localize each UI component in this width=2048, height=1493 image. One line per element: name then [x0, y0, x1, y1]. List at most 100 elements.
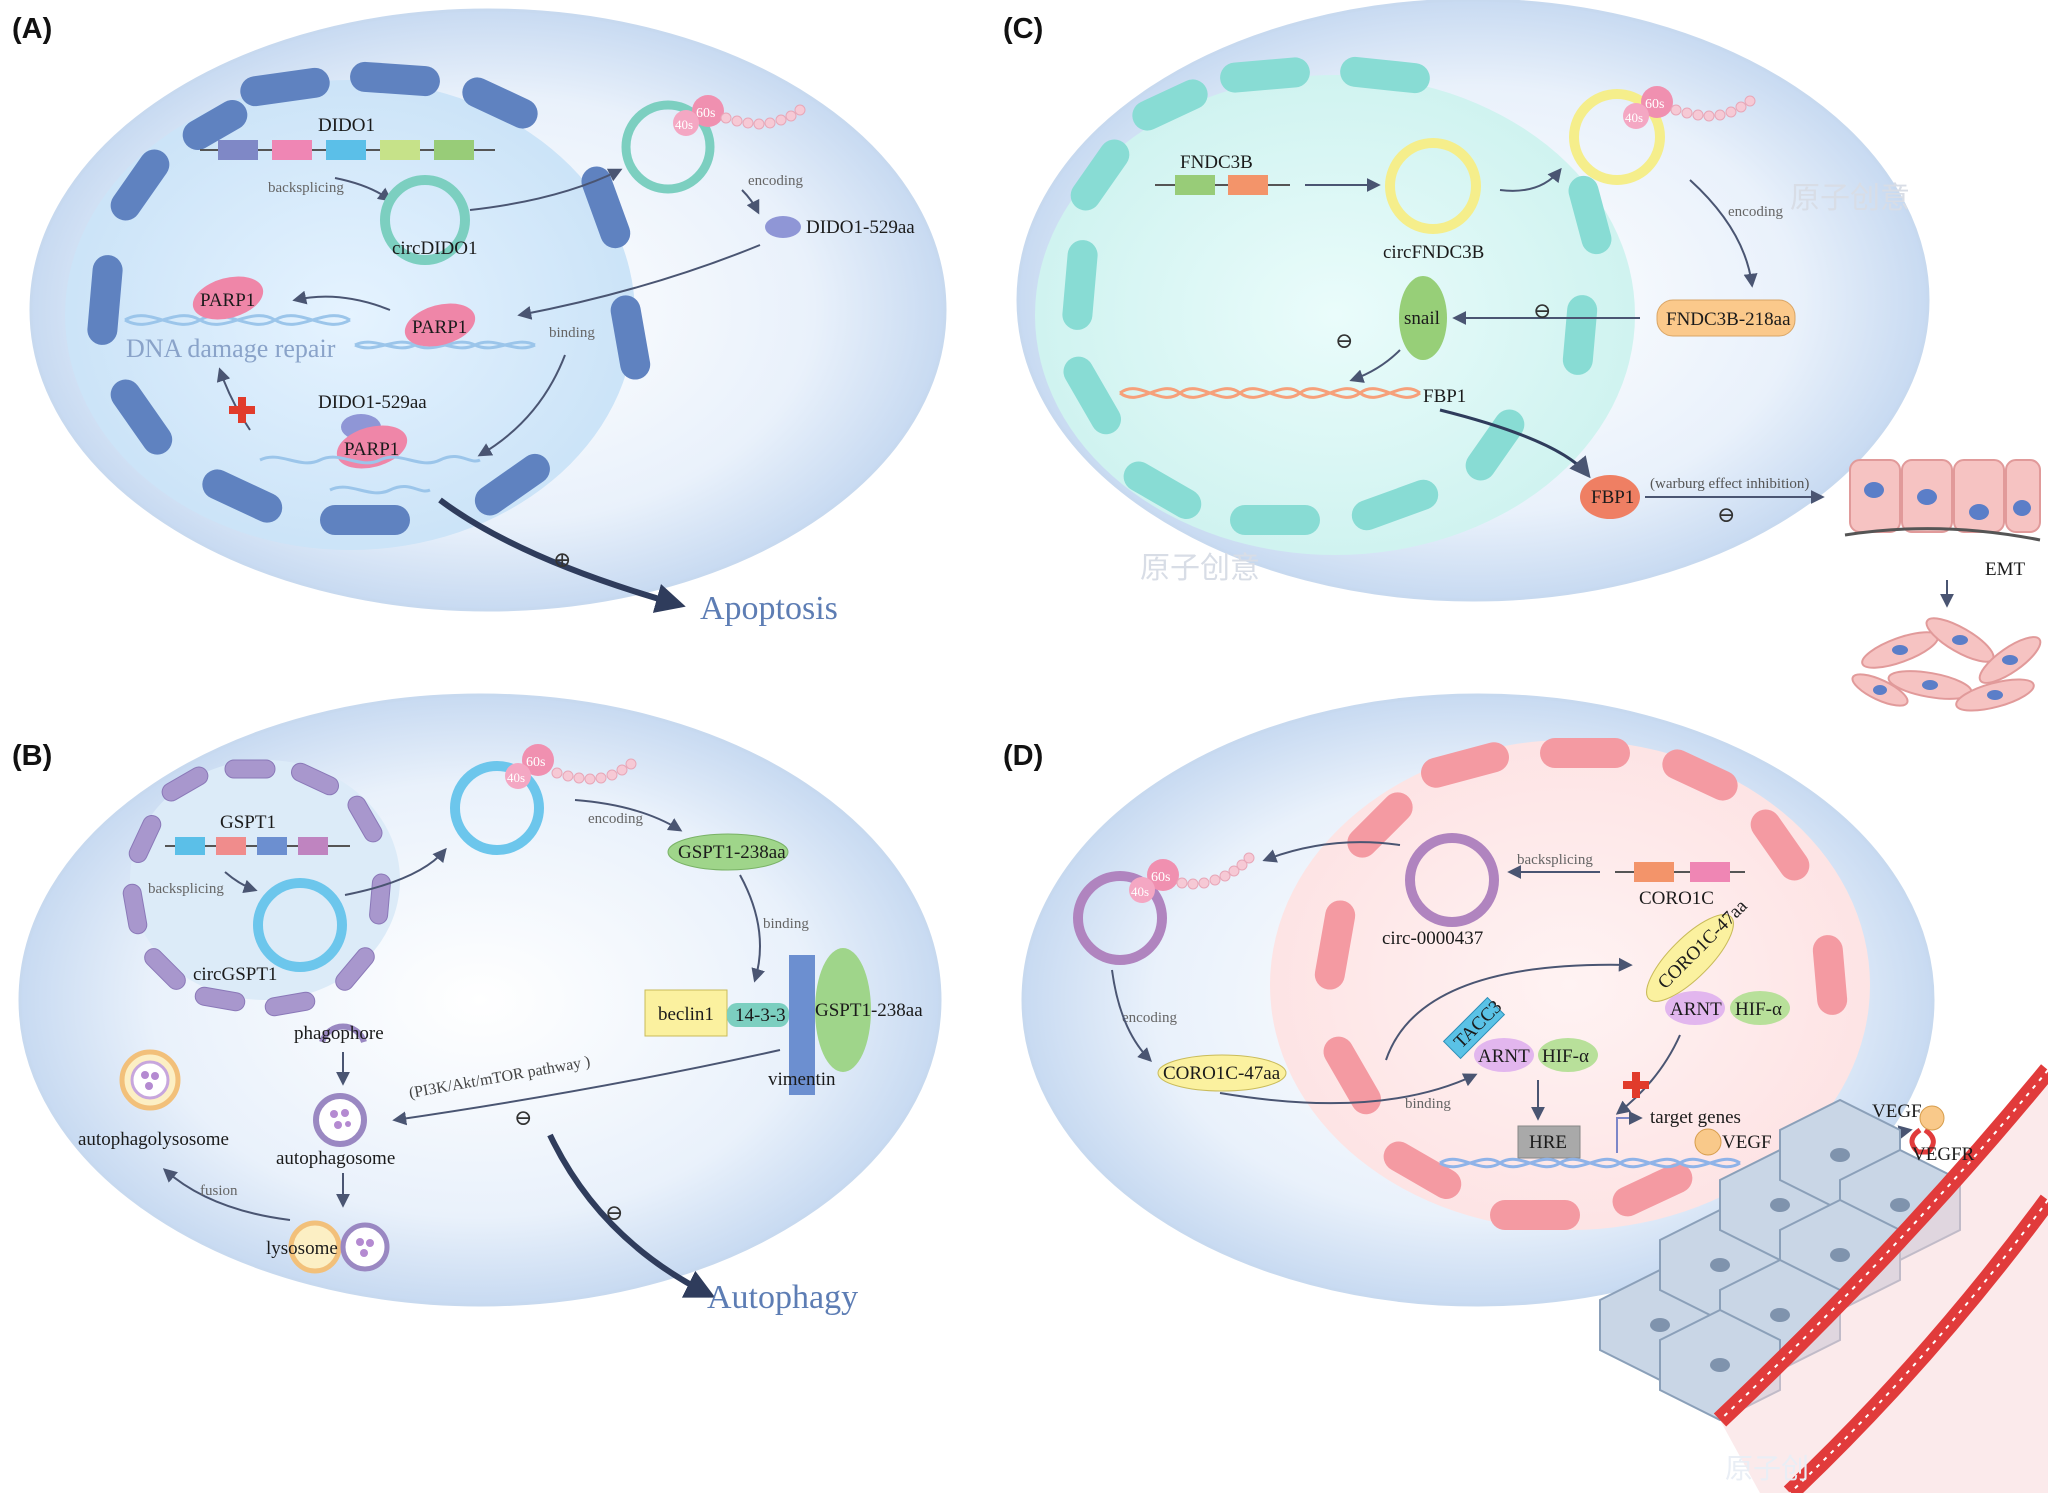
- arrow-a-2: [469, 168, 623, 211]
- protein-label-b-2: GSPT1-238aa: [815, 1000, 923, 1021]
- autophagosome-shape-2: [340, 1222, 390, 1272]
- ribosome-60s-label-b: 60s: [526, 755, 545, 770]
- mesenchymal-cells-c: [1851, 617, 2042, 712]
- parp1-label-a-3: PARP1: [344, 439, 399, 460]
- nuclear-envelope-d: [1314, 738, 1848, 1230]
- peptide-chain-b: [551, 758, 637, 785]
- backsplicing-label-d: backsplicing: [1517, 852, 1593, 868]
- endothelial-nuclei-d: [1650, 1148, 1910, 1372]
- arrow-b-8: [162, 1168, 291, 1221]
- dna-a-2: [124, 314, 351, 326]
- peptide-chain-a: [720, 104, 806, 130]
- parp1-label-a-2: PARP1: [412, 317, 467, 338]
- minus-c-2: ⊖: [1335, 328, 1353, 353]
- autophagosome-shape: [313, 1093, 367, 1147]
- encoding-label-c: encoding: [1728, 204, 1783, 220]
- peptide-chain-d: [1176, 852, 1255, 890]
- vegfr-label-d: VEGFR: [1912, 1144, 1975, 1165]
- snail-label-c: snail: [1404, 308, 1440, 329]
- encoding-label-b: encoding: [588, 811, 643, 827]
- dna-a-6: [329, 484, 431, 495]
- outcome-label-b: Autophagy: [707, 1279, 858, 1316]
- warburg-label-c: (warburg effect inhibition): [1650, 476, 1809, 492]
- arrow-c-5: [1349, 349, 1401, 383]
- circ-label-a: circDIDO1: [392, 238, 477, 259]
- encoding-label-a: encoding: [748, 173, 803, 189]
- circ-translating-c: [1569, 89, 1665, 185]
- arrow-b-2: [344, 847, 447, 896]
- autophagosome-label: autophagosome: [276, 1148, 395, 1169]
- ribosome-40s-d: [1129, 877, 1155, 903]
- peptide-chain-c: [1670, 95, 1756, 122]
- ribosome-60s-a: [692, 95, 724, 127]
- hif-blob-d-2: [1730, 991, 1790, 1025]
- protein-label-d: CORO1C-47aa: [1163, 1063, 1281, 1084]
- circ-translating-d: [1073, 871, 1167, 965]
- tacc3-box: [1442, 996, 1506, 1060]
- protein-blob-b: [667, 833, 789, 871]
- dna-d-2: [1439, 1157, 1741, 1169]
- fusion-label: fusion: [200, 1183, 238, 1199]
- ribosome-40s-label-b: 40s: [507, 770, 525, 785]
- ribosome-40s-label-c: 40s: [1625, 110, 1643, 125]
- arnt-blob-d-2: [1665, 991, 1725, 1025]
- mesenchymal-nuclei-c: [1873, 635, 2018, 700]
- beclin1-label: beclin1: [658, 1004, 714, 1025]
- protein-blob-d-2: [1646, 914, 1734, 1002]
- backsplicing-label-a: backsplicing: [268, 180, 344, 196]
- minus-c-3: ⊖: [1717, 502, 1735, 527]
- arrow-d-5: [1385, 957, 1633, 1061]
- nuclear-envelope-c: [1062, 56, 1612, 535]
- protein-label-b: GSPT1-238aa: [678, 842, 786, 863]
- vessel-dots-d-2: [1789, 1199, 2048, 1493]
- arrow-a-apoptosis: [438, 497, 686, 613]
- p1433-label: 14-3-3: [735, 1005, 786, 1026]
- arrow-d-2: [1262, 841, 1401, 863]
- lysosome-label: lysosome: [266, 1238, 338, 1259]
- hif-label-d-2: HIF-α: [1735, 999, 1782, 1020]
- minus-c-1: ⊖: [1533, 298, 1551, 323]
- minus-b-1: ⊖: [514, 1105, 532, 1130]
- arrow-b-5: [392, 1049, 781, 1126]
- arrow-b-1: [224, 871, 258, 894]
- exon-b-4: [298, 837, 328, 855]
- panel-c: (C) FNDC3B circFNDC3B 60s 40s: [1003, 0, 2042, 712]
- phagophore-shape: [319, 1023, 367, 1044]
- arrow-b-4: [739, 874, 765, 983]
- hif-label-d-1: HIF-α: [1542, 1046, 1589, 1067]
- arnt-blob-d-1: [1474, 1038, 1534, 1072]
- vimentin-bar: [789, 955, 815, 1095]
- p1433-box: [727, 1003, 789, 1027]
- nuclear-envelope-b: [122, 759, 391, 1017]
- arrow-a-7: [216, 367, 251, 431]
- protein-label-c: FNDC3B-218aa: [1666, 309, 1791, 330]
- outcome-label-a: Apoptosis: [700, 590, 838, 627]
- dna-repair-label-a: DNA damage repair: [126, 334, 336, 363]
- panel-b: (B) GSPT1 backsplicing circGSPT1: [12, 693, 942, 1316]
- ribosome-40s-label-d: 40s: [1131, 884, 1149, 899]
- autophagosome-cargo: [330, 1109, 351, 1129]
- dna-c-2: [1119, 387, 1421, 399]
- fbp1-label-c: FBP1: [1591, 487, 1634, 508]
- arrow-d-6: [1615, 1034, 1681, 1115]
- exons-a: [218, 140, 474, 160]
- dna-a-4: [354, 340, 536, 350]
- arrow-a-3: [741, 189, 760, 215]
- arrow-b-autophagy: [547, 1133, 716, 1298]
- protein-box-c: [1656, 299, 1796, 337]
- arrow-a-6: [292, 290, 391, 311]
- ribosome-60s-label-c: 60s: [1645, 97, 1664, 112]
- arrow-d-4: [1219, 1073, 1478, 1105]
- arrow-c-6: [1439, 408, 1591, 479]
- phagophore-label: phagophore: [294, 1023, 384, 1044]
- minus-b-2: ⊖: [605, 1200, 623, 1225]
- circ-label-c: circFNDC3B: [1383, 242, 1484, 263]
- arrow-c-2: [1499, 167, 1562, 192]
- ribosome-60s-d: [1147, 859, 1179, 891]
- parp1-blob-a-1: [192, 276, 264, 320]
- hre-label: HRE: [1529, 1132, 1567, 1153]
- panel-a: (A) DIDO1 backsplicing: [12, 8, 947, 627]
- circ-rna-a: [380, 175, 470, 265]
- emt-label-c: EMT: [1985, 559, 2026, 580]
